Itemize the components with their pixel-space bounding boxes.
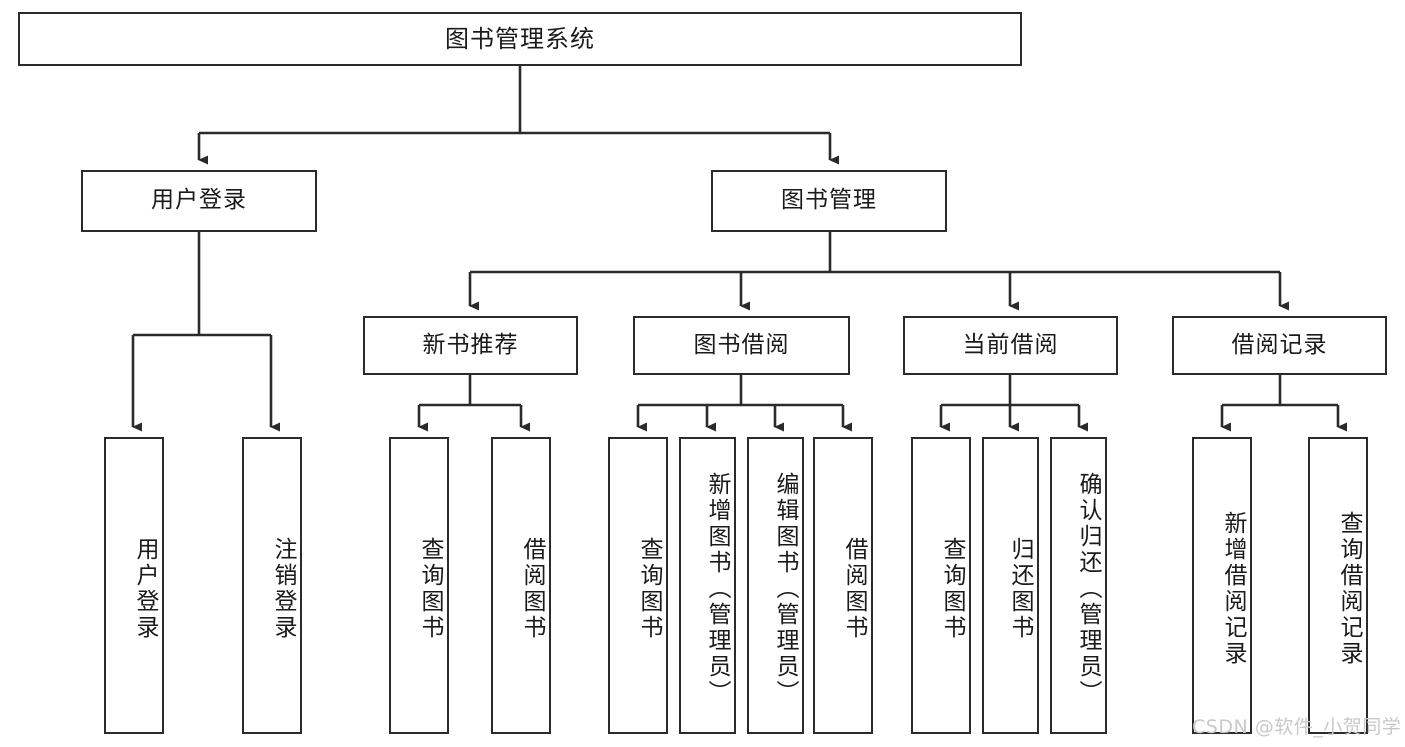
leaf-new-book-query[interactable]: 查询图书: [389, 437, 449, 734]
leaf-user-login-signout[interactable]: 注销登录: [242, 437, 302, 734]
leaf-new-book-borrow[interactable]: 借阅图书: [491, 437, 551, 734]
node-book-borrow[interactable]: 图书借阅: [633, 316, 850, 375]
leaf-record-add-record[interactable]: 新增借阅记录: [1192, 437, 1252, 734]
leaf-borrow-borrow-book[interactable]: 借阅图书: [813, 437, 873, 734]
leaf-borrow-query-book[interactable]: 查询图书: [608, 437, 668, 734]
node-borrow-record[interactable]: 借阅记录: [1172, 316, 1387, 375]
node-root-system[interactable]: 图书管理系统: [18, 12, 1022, 66]
node-current-borrow[interactable]: 当前借阅: [903, 316, 1118, 375]
leaf-borrow-edit-book-admin[interactable]: 编辑图书（管理员）: [747, 437, 804, 734]
leaf-current-confirm-return-admin[interactable]: 确认归还（管理员）: [1050, 437, 1107, 734]
leaf-borrow-add-book-admin[interactable]: 新增图书（管理员）: [679, 437, 736, 734]
node-book-management[interactable]: 图书管理: [711, 170, 947, 232]
leaf-record-query-record[interactable]: 查询借阅记录: [1308, 437, 1368, 734]
node-new-book-recommend[interactable]: 新书推荐: [363, 316, 578, 375]
leaf-current-return-book[interactable]: 归还图书: [982, 437, 1039, 734]
leaf-user-login-signin[interactable]: 用户登录: [104, 437, 164, 734]
node-user-login[interactable]: 用户登录: [81, 170, 317, 232]
leaf-current-query-book[interactable]: 查询图书: [911, 437, 971, 734]
csdn-watermark: CSDN @软件_小贺同学: [1192, 716, 1402, 738]
